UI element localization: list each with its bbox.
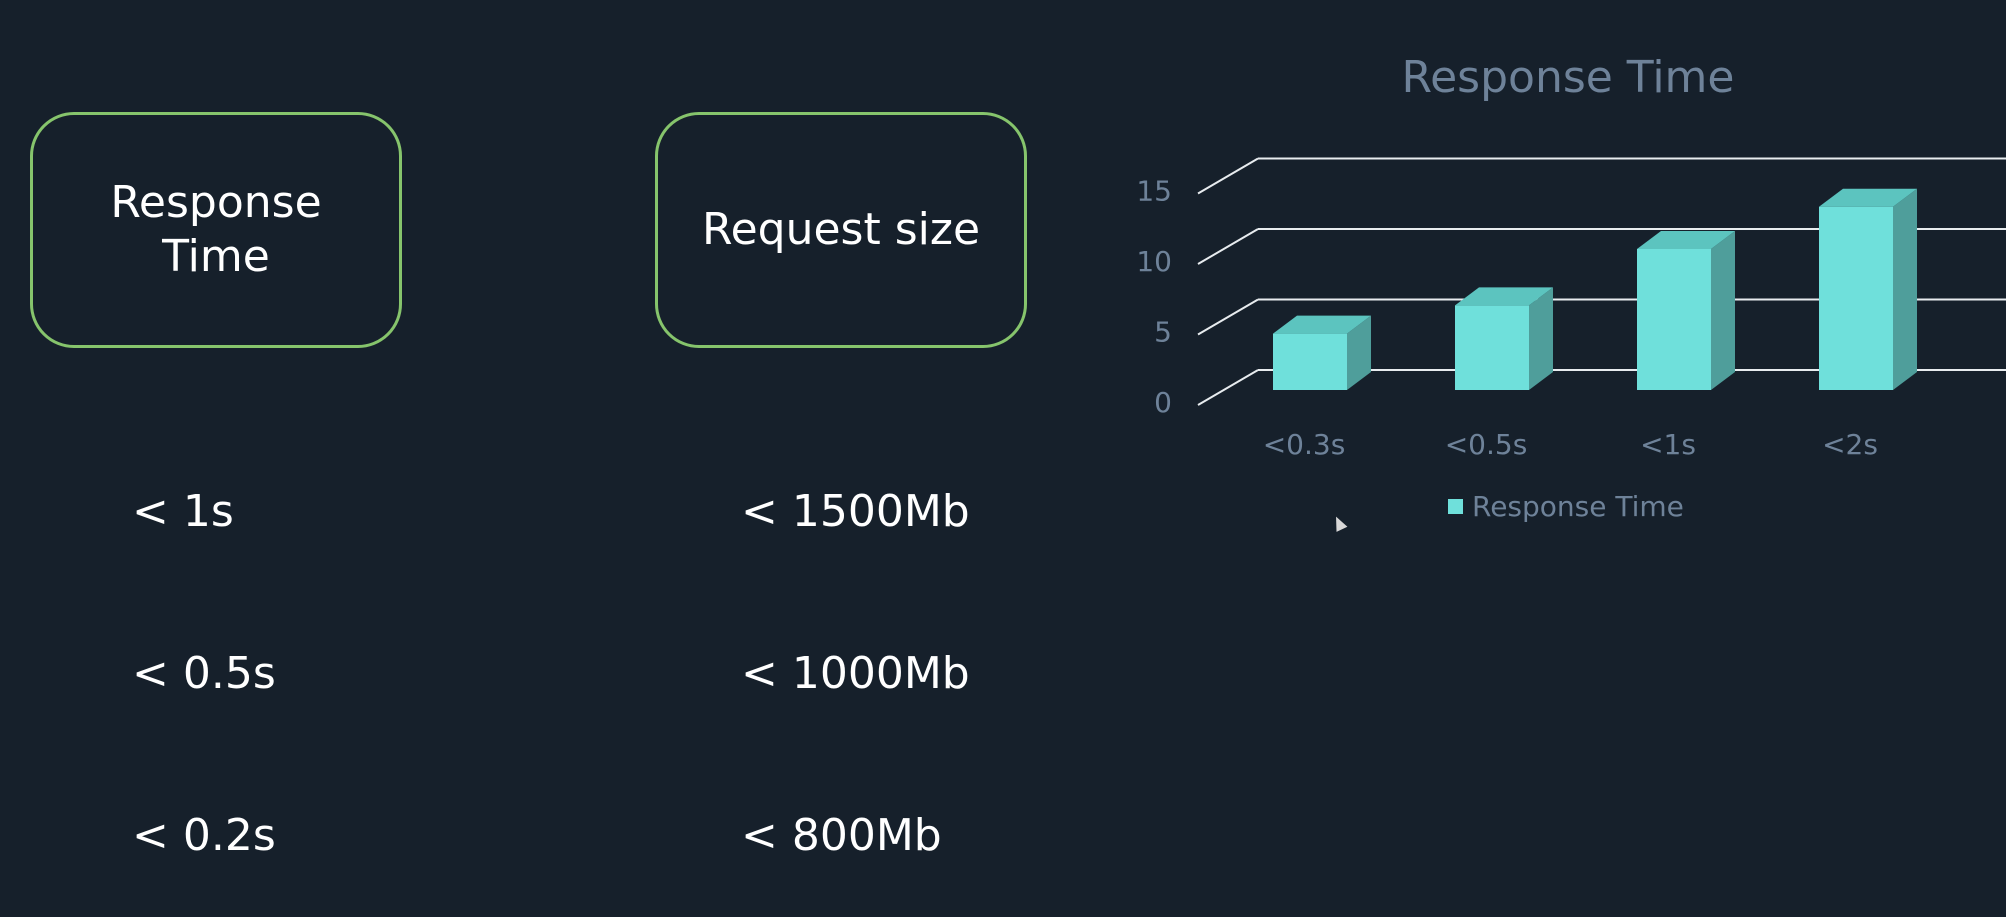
response-time-item: < 0.5s — [132, 648, 276, 699]
x-tick-label: <1s — [1640, 428, 1696, 461]
bar — [1455, 305, 1529, 390]
x-tick-label: <2s — [1822, 428, 1878, 461]
response-time-chart: 0 5 10 15 <0.3s <0.5s <1s <2s Response Time Re… — [1136, 52, 2006, 523]
y-axis-ticks: 0 5 10 15 — [1136, 175, 1172, 420]
response-time-card-title: Response Time — [110, 177, 322, 282]
y-tick-label: 15 — [1136, 175, 1172, 208]
bar-side — [1347, 315, 1371, 390]
request-size-list: < 1500Mb < 1000Mb < 800Mb — [741, 377, 970, 917]
response-time-card: Response Time — [30, 112, 402, 348]
legend-swatch — [1448, 499, 1463, 514]
gridline-diagonal — [1197, 228, 1259, 265]
chart-legend: Response Time — [1448, 490, 1684, 523]
gridline-diagonal — [1197, 298, 1259, 336]
request-size-item: < 800Mb — [741, 810, 942, 861]
request-size-card-title: Request size — [701, 204, 981, 255]
chart-bars — [1273, 188, 1917, 390]
x-tick-label: <0.3s — [1263, 428, 1346, 461]
y-tick-label: 5 — [1154, 316, 1172, 349]
request-size-item: < 1000Mb — [741, 648, 970, 699]
response-time-list: < 1s < 0.5s < 0.2s — [132, 377, 276, 917]
request-size-card: Request size — [655, 112, 1027, 348]
bar-top — [1455, 287, 1553, 306]
bar-side — [1711, 231, 1735, 390]
x-tick-label: <0.5s — [1445, 428, 1528, 461]
bar-side — [1893, 188, 1917, 390]
bar — [1819, 206, 1893, 390]
bar — [1637, 249, 1711, 390]
bar-side — [1529, 287, 1553, 390]
response-time-item: < 1s — [132, 486, 234, 537]
bar-top — [1819, 188, 1917, 207]
y-tick-label: 0 — [1154, 386, 1172, 419]
legend-label: Response Time — [1472, 490, 1684, 523]
x-axis-ticks: <0.3s <0.5s <1s <2s — [1263, 428, 1878, 461]
bar-top — [1273, 315, 1371, 334]
bar-top — [1637, 231, 1735, 249]
bar — [1273, 333, 1347, 390]
request-size-item: < 1500Mb — [741, 486, 970, 537]
gridline-diagonal — [1197, 369, 1259, 406]
y-tick-label: 10 — [1136, 245, 1172, 278]
chart-title: Response Time — [1402, 52, 1735, 103]
response-time-item: < 0.2s — [132, 810, 276, 861]
gridline-diagonal — [1197, 157, 1259, 195]
